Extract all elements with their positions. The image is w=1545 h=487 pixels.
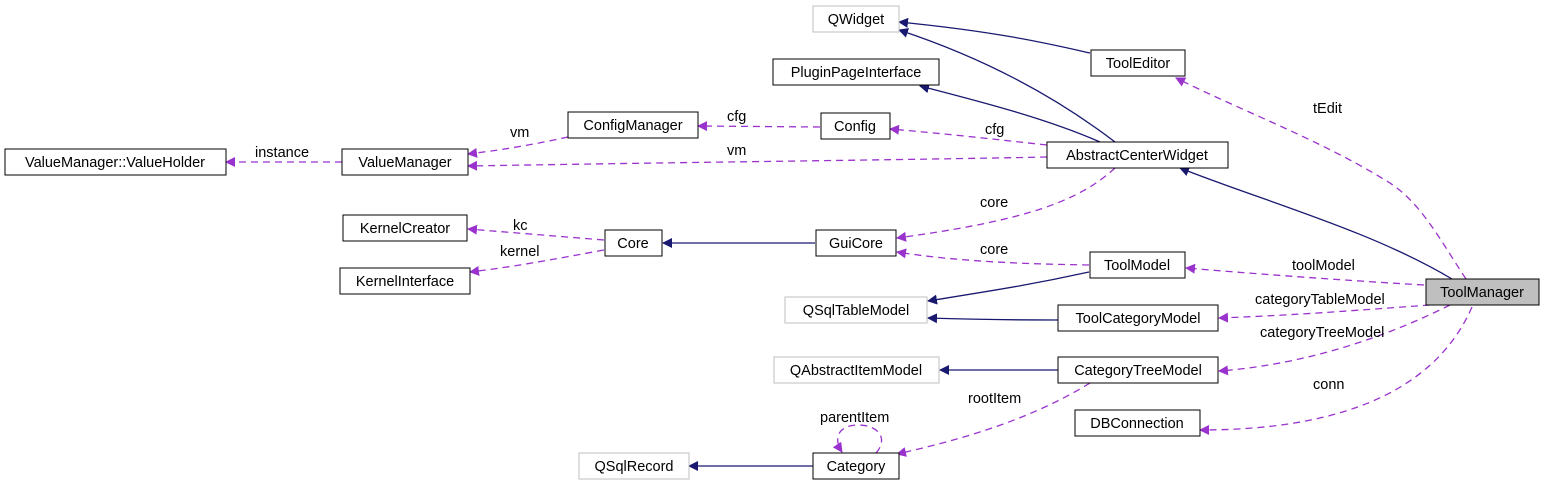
edge-abstractcenterwidget-qwidget (898, 28, 1116, 143)
node-dbconnection[interactable]: DBConnection (1074, 409, 1201, 437)
node-tooleditor[interactable]: ToolEditor (1090, 49, 1186, 77)
node-label-toolmodel: ToolModel (1104, 258, 1170, 274)
node-valueholder[interactable]: ValueManager::ValueHolder (4, 148, 227, 176)
edge-label-kernel: kernel (500, 244, 540, 260)
edge-toolcategorymodel-qsqltablemodel (927, 313, 1059, 324)
node-label-categorytreemodel: CategoryTreeModel (1074, 363, 1202, 379)
edge-label-vm-configmanager: vm (510, 125, 529, 141)
node-label-guicore: GuiCore (829, 236, 883, 252)
edge-label-categorytablemodel: categoryTableModel (1255, 292, 1385, 308)
node-kernelinterface[interactable]: KernelInterface (339, 267, 471, 295)
edge-label-cfg-config: cfg (985, 122, 1004, 138)
edge-label-conn: conn (1313, 377, 1344, 393)
edge-tooleditor-qwidget (898, 17, 1091, 54)
node-label-toolcategorymodel: ToolCategoryModel (1076, 311, 1201, 327)
edge-abstractcenterwidget-pluginpageinterface (919, 83, 1101, 143)
edge-categorytreemodel-category (896, 382, 1091, 457)
node-categorytreemodel[interactable]: CategoryTreeModel (1057, 356, 1219, 384)
edge-category-category-self (832, 424, 883, 454)
edge-labels: tEdit cfg vm instance cfg vm core kc ker… (255, 101, 1385, 426)
edge-label-tedit: tEdit (1313, 101, 1342, 117)
edge-configmanager-valuemanager (467, 136, 569, 158)
node-category[interactable]: Category (812, 452, 900, 480)
edge-label-core-guicore: core (980, 195, 1008, 211)
node-valuemanager[interactable]: ValueManager (341, 148, 469, 176)
edge-toolmanager-categorytreemodel (1218, 304, 1451, 376)
edge-toolmanager-toolcategorymodel (1218, 304, 1431, 323)
edge-abstractcenterwidget-valuemanager (467, 156, 1048, 171)
edge-toolmodel-qsqltablemodel (927, 271, 1090, 305)
node-qabstractitemmodel[interactable]: QAbstractItemModel (773, 356, 940, 384)
node-pluginpageinterface[interactable]: PluginPageInterface (772, 58, 940, 86)
edges (225, 17, 1473, 471)
edge-label-core-toolmodel: core (980, 242, 1008, 258)
edge-label-kc: kc (513, 218, 528, 234)
node-label-qabstractitemmodel: QAbstractItemModel (790, 363, 922, 379)
edge-toolmanager-toolmodel (1185, 263, 1425, 286)
node-label-tooleditor: ToolEditor (1106, 56, 1171, 72)
node-label-category: Category (827, 459, 887, 475)
node-label-valuemanager: ValueManager (358, 155, 451, 171)
node-toolcategorymodel[interactable]: ToolCategoryModel (1057, 304, 1219, 332)
node-qwidget[interactable]: QWidget (812, 5, 900, 33)
edge-label-instance: instance (255, 145, 309, 161)
edge-core-kernelcreator (467, 224, 605, 241)
node-guicore[interactable]: GuiCore (815, 229, 897, 257)
edge-label-categorytreemodel: categoryTreeModel (1260, 325, 1384, 341)
node-toolmanager[interactable]: ToolManager (1425, 278, 1540, 306)
node-label-kernelinterface: KernelInterface (356, 274, 454, 290)
edge-toolmanager-tooleditor (1175, 77, 1467, 280)
edge-label-toolmodel: toolModel (1292, 258, 1355, 274)
node-abstractcenterwidget[interactable]: AbstractCenterWidget (1046, 141, 1229, 169)
node-qsqltablemodel[interactable]: QSqlTableModel (784, 296, 928, 324)
edge-config-configmanager (697, 121, 821, 132)
node-configmanager[interactable]: ConfigManager (567, 111, 699, 139)
node-kernelcreator[interactable]: KernelCreator (342, 214, 468, 242)
node-label-toolmanager: ToolManager (1440, 285, 1524, 301)
node-toolmodel[interactable]: ToolModel (1089, 251, 1186, 279)
edge-abstractcenterwidget-guicore (896, 167, 1116, 242)
node-label-abstractcenterwidget: AbstractCenterWidget (1066, 148, 1208, 164)
node-label-pluginpageinterface: PluginPageInterface (791, 65, 922, 81)
edge-abstractcenterwidget-config (889, 124, 1048, 146)
node-label-config: Config (834, 119, 876, 135)
node-label-qwidget: QWidget (828, 12, 884, 28)
node-label-qsqltablemodel: QSqlTableModel (803, 303, 909, 319)
edge-toolmanager-dbconnection (1199, 306, 1473, 435)
edge-toolmodel-guicore (896, 248, 1090, 266)
edge-label-cfg-configmanager: cfg (727, 109, 746, 125)
node-label-kernelcreator: KernelCreator (360, 221, 450, 237)
node-label-qsqlrecord: QSqlRecord (595, 459, 674, 475)
node-label-configmanager: ConfigManager (583, 118, 682, 134)
edge-toolmanager-abstractcenterwidget (1179, 166, 1453, 280)
edge-label-vm-abstractcenterwidget: vm (727, 143, 746, 159)
node-label-valueholder: ValueManager::ValueHolder (25, 155, 205, 171)
node-config[interactable]: Config (820, 112, 891, 140)
node-label-dbconnection: DBConnection (1090, 416, 1184, 432)
node-label-core: Core (617, 236, 648, 252)
edge-label-parentitem: parentItem (820, 410, 889, 426)
node-qsqlrecord[interactable]: QSqlRecord (578, 452, 690, 480)
edge-label-rootitem: rootItem (968, 391, 1021, 407)
node-core[interactable]: Core (604, 229, 663, 257)
edge-core-kernelinterface (469, 249, 605, 276)
nodes: QWidget ToolEditor PluginPageInterface C… (4, 5, 1540, 480)
